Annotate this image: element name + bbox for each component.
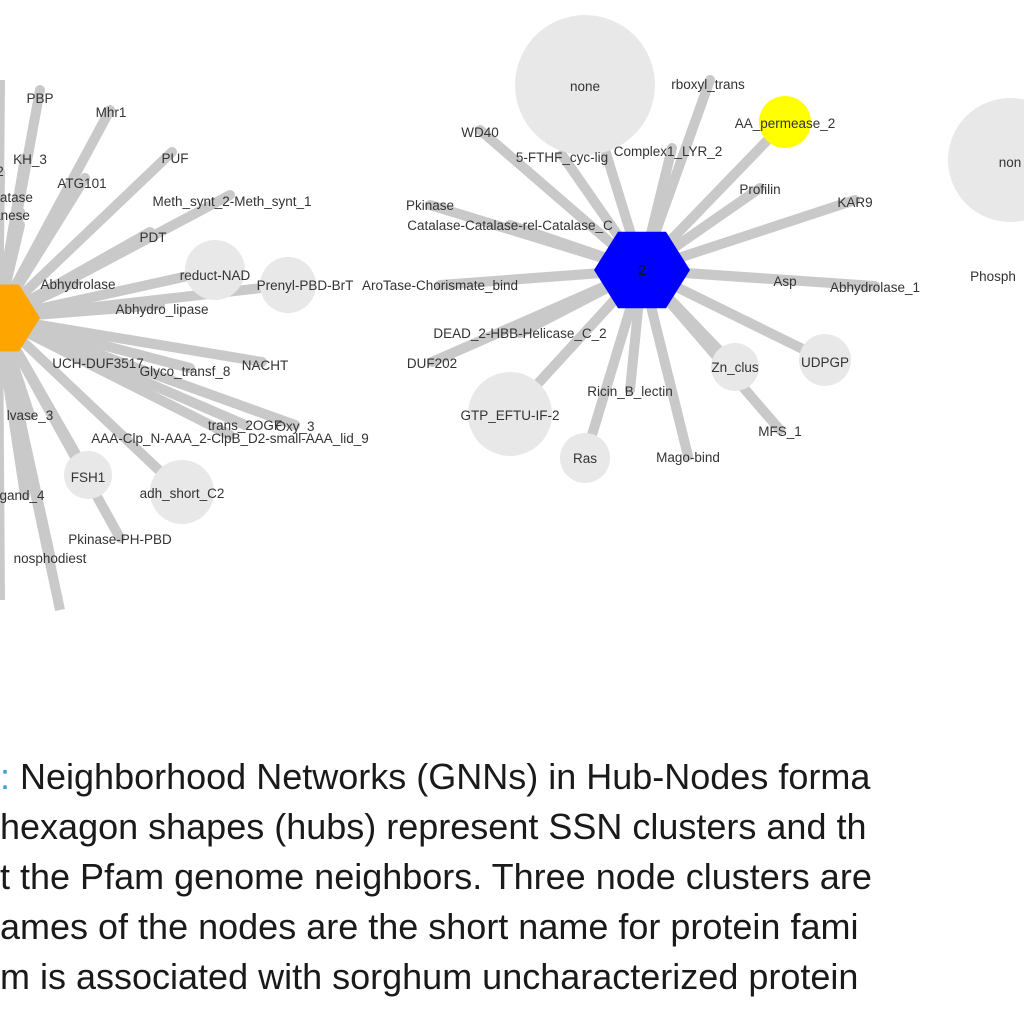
- node-layer: [64, 15, 1024, 524]
- node-label: rboxyl_trans: [671, 77, 745, 92]
- node-label: adh_short_C2: [140, 486, 225, 501]
- node-label: Meth_synt_2-Meth_synt_1: [152, 194, 311, 209]
- node-label: WD40: [461, 125, 499, 140]
- network-edge: [0, 313, 125, 543]
- caption-line-1-text: Neighborhood Networks (GNNs) in Hub-Node…: [10, 756, 871, 797]
- hub-label: 2: [638, 262, 646, 279]
- node-label: UCH-DUF3517: [52, 356, 144, 371]
- hub-layer: 2: [0, 231, 690, 352]
- node-label: Asp: [773, 274, 796, 289]
- node-label: reduct-NAD: [180, 268, 251, 283]
- label-layer: PBPMhr1PUFATG101Meth_synt_2-Meth_synt_1P…: [0, 77, 1021, 566]
- node-label: Oxy_3: [275, 419, 314, 434]
- node-label: GTP_EFTU-IF-2: [460, 408, 559, 423]
- caption-line-5: m is associated with sorghum uncharacter…: [0, 956, 859, 997]
- hub-hexagon-blue: [594, 231, 690, 309]
- neighbor-node-adh-short-c2: [150, 460, 214, 524]
- node-label: FSH1: [71, 470, 106, 485]
- caption-line-1: : Neighborhood Networks (GNNs) in Hub-No…: [0, 752, 870, 802]
- node-label: AAA-Clp_N-AAA_2-ClpB_D2-small-AAA_lid_9: [91, 431, 369, 446]
- node-label: PUF: [162, 151, 189, 166]
- neighbor-node-ras: [560, 433, 610, 483]
- node-label: 2: [0, 164, 4, 179]
- network-edge: [0, 147, 177, 323]
- node-label: PDT: [140, 230, 167, 245]
- node-label: DUF202: [407, 356, 457, 371]
- node-label: ATG101: [57, 176, 106, 191]
- node-label: Abhydrolase_1: [830, 280, 920, 295]
- network-edge: [0, 316, 65, 612]
- neighbor-node-udpgp: [799, 334, 851, 386]
- node-label: MFS_1: [758, 424, 802, 439]
- neighbor-node-zn-clus: [711, 343, 759, 391]
- node-label: lvase_3: [7, 408, 54, 423]
- caption-line-4: ames of the nodes are the short name for…: [0, 906, 859, 947]
- node-label: Abhydro_lipase: [115, 302, 208, 317]
- node-label: AroTase-Chorismate_bind: [362, 278, 518, 293]
- node-label: Ras: [573, 451, 597, 466]
- neighbor-node-fsh1: [64, 451, 112, 499]
- node-label: Catalase-Catalase-rel-Catalase_C: [407, 218, 613, 233]
- caption-line-3: t the Pfam genome neighbors. Three node …: [0, 856, 872, 897]
- node-label: KH_3: [13, 152, 47, 167]
- node-label: nosphodiest: [14, 551, 87, 566]
- node-label: odanese: [0, 208, 30, 223]
- node-label: Mago-bind: [656, 450, 720, 465]
- node-label: Mhr1: [96, 105, 127, 120]
- node-label: Glyco_transf_8: [140, 364, 231, 379]
- node-label: NACHT: [242, 358, 289, 373]
- node-label: UDPGP: [801, 355, 849, 370]
- node-label: AA_permease_2: [735, 116, 836, 131]
- node-label: PBP: [26, 91, 53, 106]
- node-label: DEAD_2-HBB-Helicase_C_2: [433, 326, 606, 341]
- neighbor-node-non: [948, 98, 1024, 222]
- node-label: Zn_clus: [711, 360, 759, 375]
- node-label: Profilin: [739, 182, 780, 197]
- node-label: Prenyl-PBD-BrT: [257, 278, 354, 293]
- neighbor-node-reduct-nad: [185, 240, 245, 300]
- node-label: gand_4: [0, 488, 45, 503]
- neighbor-node-prenyl-pbd-brt: [260, 257, 316, 313]
- figure-caption: : Neighborhood Networks (GNNs) in Hub-No…: [0, 752, 1024, 1024]
- node-label: 5-FTHF_cyc-lig: [516, 150, 608, 165]
- neighbor-node-aa-permease-2: [759, 96, 811, 148]
- node-label: trans_2OGF: [208, 418, 282, 433]
- node-label: Complex1_LYR_2: [614, 144, 723, 159]
- network-edge: [0, 313, 300, 430]
- node-label: Pkinase-PH-PBD: [68, 532, 172, 547]
- network-edge: [0, 313, 187, 497]
- node-label: Abhydrolase: [40, 277, 115, 292]
- caption-line-2: hexagon shapes (hubs) represent SSN clus…: [0, 806, 867, 847]
- neighbor-node-gtp-eftu-if-2: [468, 372, 552, 456]
- network-edge: [0, 313, 267, 367]
- caption-accent: :: [0, 756, 11, 797]
- node-label: Ricin_B_lectin: [587, 384, 673, 399]
- node-label: KAR9: [837, 195, 872, 210]
- node-label: Phosph: [970, 269, 1016, 284]
- hub-hexagon-orange: [0, 284, 40, 352]
- node-label: chelatase: [0, 190, 33, 205]
- node-label: none: [570, 79, 600, 94]
- neighbor-node-none: [515, 15, 655, 155]
- node-label: non: [999, 155, 1022, 170]
- node-label: Pkinase: [406, 198, 454, 213]
